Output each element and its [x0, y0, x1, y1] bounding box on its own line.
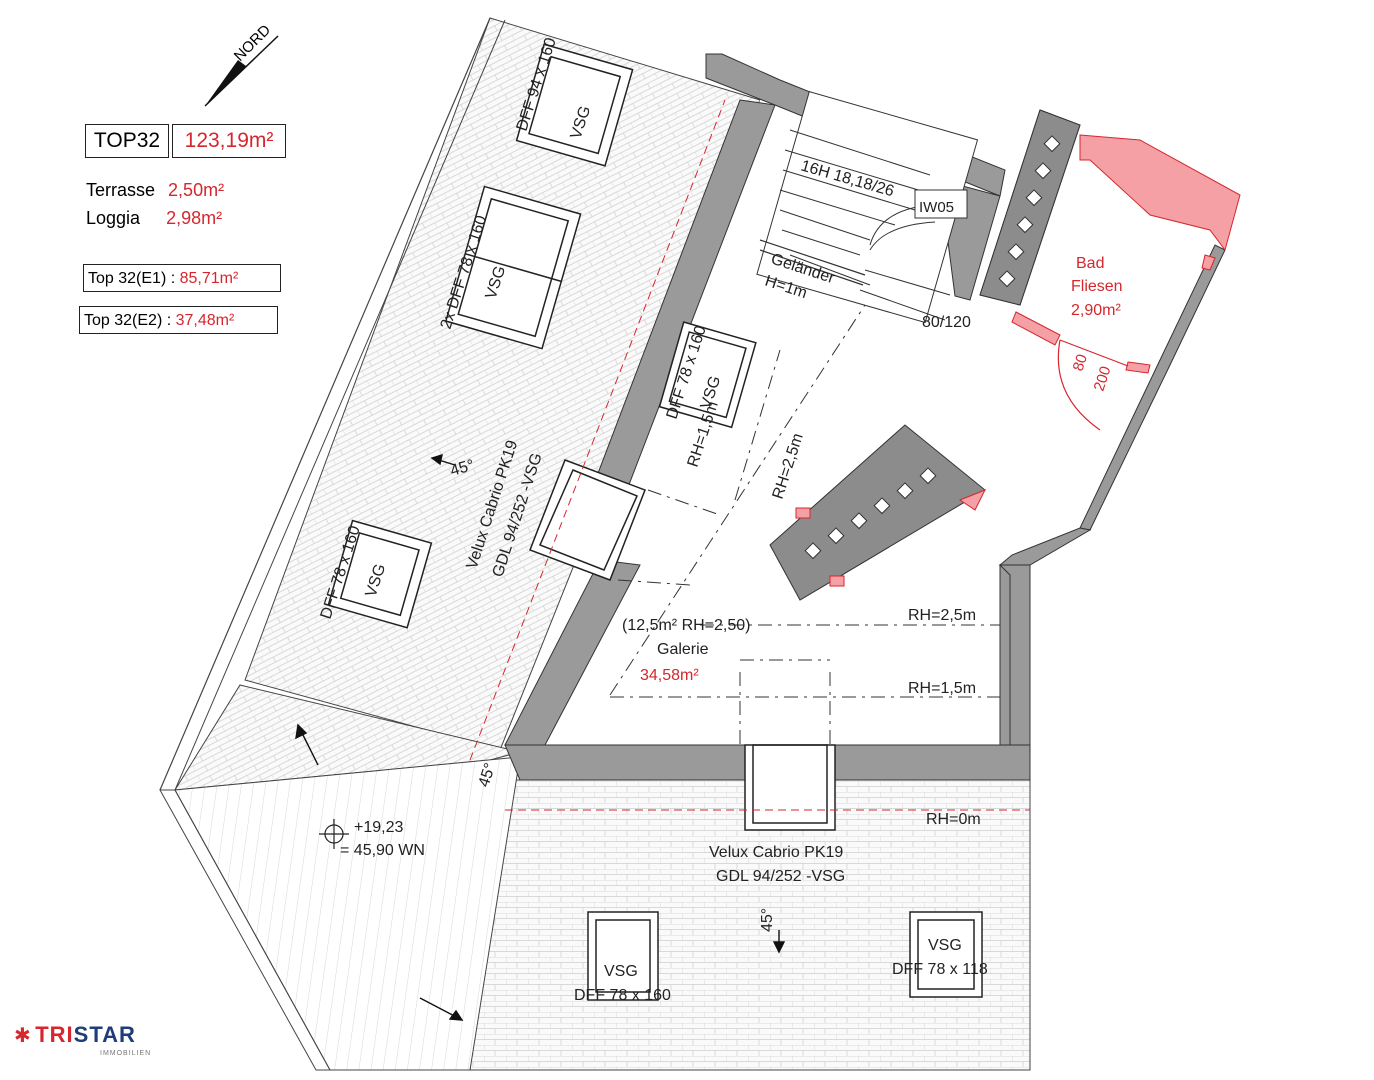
height-label-15: RH=1,5m	[908, 680, 976, 697]
height-label-25: RH=2,5m	[908, 607, 976, 624]
e2-box: Top 32(E2) : 37,48m²	[79, 306, 278, 334]
bath-walls	[1011, 134, 1241, 374]
gallery-note: (12,5m² RH=2,50)	[622, 617, 751, 634]
gallery-name: Galerie	[657, 641, 709, 658]
red-dashed-lines	[469, 99, 1030, 811]
bath-door-height: 200	[1091, 364, 1115, 393]
gallery-area: 34,58m²	[640, 667, 699, 684]
terrasse-row: Terrasse 2,50m²	[86, 180, 224, 201]
staircase	[756, 91, 979, 324]
terrace	[159, 17, 521, 1071]
e2-label: Top 32(E2) :	[84, 312, 176, 329]
terrace-level-1: +19,23	[354, 819, 403, 836]
e1-box: Top 32(E1) : 85,71m²	[83, 264, 281, 292]
slope-label-2: 45°	[476, 761, 500, 789]
interior-floor	[525, 100, 1240, 745]
north-arrow: NORD	[204, 21, 279, 107]
velux-b-line1: Velux Cabrio PK19	[709, 844, 843, 861]
e1-area: 85,71m²	[179, 270, 239, 287]
tristar-logo: ✱ TRISTAR IMMOBILIEN	[14, 1022, 150, 1057]
velux-cabrio-b	[744, 744, 836, 831]
bath-door-swing	[1057, 339, 1129, 431]
e2-area: 37,48m²	[175, 312, 235, 329]
bath-name-1: Bad	[1076, 255, 1104, 272]
chimney-vertical	[979, 109, 1081, 306]
window-w6-size: DFF 78 x 118	[892, 961, 988, 978]
top-area: 123,19m²	[184, 129, 274, 152]
terrasse-label: Terrasse	[86, 180, 156, 200]
stair-opening: 80/120	[922, 314, 971, 331]
window-w5-size: DFF 78 x 160	[574, 987, 671, 1004]
bath-area: 2,90m²	[1071, 302, 1121, 319]
top-label: TOP32	[93, 129, 161, 152]
loggia-area: 2,98m²	[166, 208, 223, 228]
e1-label: Top 32(E1) :	[88, 270, 180, 287]
north-label: NORD	[231, 21, 274, 64]
star-icon: ✱	[14, 1025, 31, 1047]
loggia-row: Loggia 2,98m²	[86, 208, 222, 229]
logo-wordmark: TRISTAR	[35, 1022, 136, 1047]
slope-arrows	[295, 453, 786, 1021]
level-marker	[319, 819, 349, 849]
slope-label-3: 45°	[759, 908, 776, 932]
height-label-0: RH=0m	[926, 811, 981, 828]
logo-subline: IMMOBILIEN	[100, 1050, 152, 1057]
slope-label-1: 45°	[448, 457, 476, 480]
top-label-box: TOP32	[85, 124, 169, 158]
loggia-label: Loggia	[86, 208, 141, 228]
terrasse-area: 2,50m²	[168, 180, 225, 200]
window-w6-glass: VSG	[928, 937, 962, 954]
stairs-code: IW05	[919, 199, 954, 216]
velux-b-line2: GDL 94/252 -VSG	[716, 868, 845, 885]
chimney-diagonal	[769, 424, 987, 601]
top-area-box: 123,19m²	[172, 124, 286, 158]
height-lines	[609, 304, 1000, 745]
skylights	[327, 43, 983, 1001]
velux-cabrio-a	[529, 459, 646, 581]
bath-door-width: 80	[1070, 352, 1091, 373]
bath-name-2: Fliesen	[1071, 278, 1123, 295]
terrace-level-2: = 45,90 WN	[340, 842, 425, 859]
window-w5-glass: VSG	[604, 963, 638, 980]
